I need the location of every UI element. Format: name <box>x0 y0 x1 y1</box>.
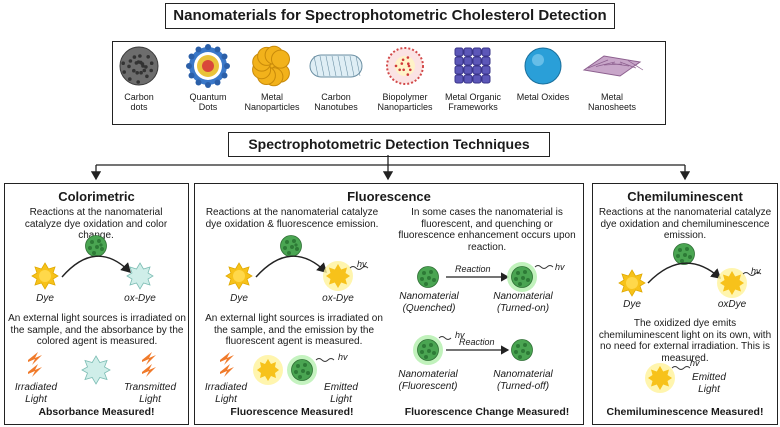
nanomaterial-item: Metal Nanoparticles <box>238 44 306 122</box>
nanomaterial-item: Metal Organic Frameworks <box>439 44 507 122</box>
fluorescence-panel <box>194 183 584 425</box>
emission-wave-icon <box>315 358 335 362</box>
colorimetric-transmitted-label: Transmitted Light <box>123 382 177 405</box>
sample-glowing-dye-icon <box>253 355 283 385</box>
fluorescence-measured: Fluorescence Measured! <box>230 406 354 418</box>
fluorescence-emitted-label: Emitted Light <box>324 382 358 405</box>
fluorescence-oxdye-label: ox-Dye <box>322 293 354 304</box>
colorimetric-measured: Absorbance Measured! <box>38 406 155 418</box>
nanomaterial-item: Metal Oxides <box>509 44 577 122</box>
chemi-hv-emission: hv <box>690 358 700 368</box>
nanomaterial-catalyst-icon <box>673 243 695 265</box>
metal-nanosheet-icon <box>582 55 644 77</box>
turned-on-hv-label: hv <box>555 262 565 272</box>
nanomaterial-label: Quantum Dots <box>189 92 227 112</box>
techniques-title-box: Spectrophotometric Detection Techniques <box>228 132 550 157</box>
nanomaterial-item: Carbon dots <box>105 44 173 122</box>
fluorescence-dye-label: Dye <box>230 293 248 304</box>
techniques-title: Spectrophotometric Detection Techniques <box>248 136 530 152</box>
chemi-dye-label: Dye <box>623 299 641 310</box>
mof-icon <box>454 47 491 84</box>
reaction-arc-arrow <box>647 262 722 284</box>
nanomaterial-label: Carbon dots <box>124 92 154 112</box>
sample-nanomaterial-icon <box>287 355 317 385</box>
reaction-arc-arrow <box>255 255 328 278</box>
fluorescent-label: Nanomaterial (Fluorescent) <box>398 369 458 392</box>
fluorescence-irradiated-label: Irradiated Light <box>204 382 248 405</box>
sample-ox-dye-icon <box>81 355 111 385</box>
chemi-oxdye-label: oxDye <box>717 299 747 310</box>
fluorescence-title: Fluorescence <box>347 189 431 204</box>
biopolymer-nanoparticle-icon <box>386 47 424 85</box>
main-title: Nanomaterials for Spectrophotometric Cho… <box>173 7 607 24</box>
nanomaterial-item: Carbon Nanotubes <box>302 44 370 122</box>
turned-on-label: Nanomaterial (Turned-on) <box>493 291 553 314</box>
fluorescence-change-measured: Fluorescence Change Measured! <box>404 406 570 418</box>
emitting-dye-icon <box>645 363 691 393</box>
lightning-icon <box>220 352 234 377</box>
turned-on-nanomaterial-icon <box>507 262 554 292</box>
chemiluminescent-desc: Reactions at the nanomaterial catalyze d… <box>598 207 772 241</box>
metal-oxide-icon <box>524 47 562 85</box>
colorimetric-title: Colorimetric <box>58 189 135 204</box>
lightning-transmitted-icon <box>142 352 156 377</box>
nanomaterial-label: Metal Nanoparticles <box>244 92 300 112</box>
reaction-arc-arrow <box>61 255 131 278</box>
fluorescence-desc2: In some cases the nanomaterial is fluore… <box>398 207 576 253</box>
dye-sun-icon <box>31 262 59 290</box>
reaction-label-1: Reaction <box>455 264 491 274</box>
fluorescence-hv-label: hv <box>357 259 367 269</box>
nanomaterial-item: Metal Nanosheets <box>578 44 646 122</box>
colorimetric-dye-label: Dye <box>36 293 54 304</box>
quantum-dot-icon <box>186 44 230 88</box>
metal-nanoparticle-icon <box>252 45 290 87</box>
chemi-note: The oxidized dye emits chemiluminescent … <box>598 318 772 364</box>
fluorescence-hv-emission: hv <box>338 352 348 362</box>
quenched-nanomaterial-icon <box>417 266 439 288</box>
lightning-icon <box>28 352 42 377</box>
chemi-hv-label: hv <box>751 266 761 276</box>
colorimetric-irradiated-label: Irradiated Light <box>14 382 58 405</box>
turned-off-nanomaterial-icon <box>511 339 533 361</box>
carbon-nanotube-icon <box>309 54 363 78</box>
nanomaterial-label: Biopolymer Nanoparticles <box>377 92 433 112</box>
nanomaterial-item: Biopolymer Nanoparticles <box>371 44 439 122</box>
fluorescence-desc: Reactions at the nanomaterial catalyze d… <box>205 207 379 230</box>
glowing-ox-dye-icon <box>323 261 369 291</box>
colorimetric-panel <box>4 183 189 425</box>
main-title-box: Nanomaterials for Spectrophotometric Cho… <box>165 3 615 29</box>
nanomaterial-label: Metal Oxides <box>516 92 570 102</box>
fluorescent-hv-label: hv <box>455 330 465 340</box>
colorimetric-oxdye-label: ox-Dye <box>124 293 156 304</box>
chemiluminescent-panel <box>592 183 778 425</box>
glowing-ox-dye-icon <box>717 268 762 298</box>
reaction-label-2: Reaction <box>459 337 495 347</box>
chemi-measured: Chemiluminescence Measured! <box>606 406 764 418</box>
fluorescent-nanomaterial-icon <box>413 335 452 365</box>
colorimetric-note: An external light sources is irradiated … <box>8 313 186 347</box>
nanomaterial-catalyst-icon <box>280 235 302 257</box>
nanomaterial-label: Carbon Nanotubes <box>314 92 358 112</box>
chemiluminescent-title: Chemiluminescent <box>627 189 743 204</box>
dye-sun-icon <box>618 269 646 297</box>
turned-off-label: Nanomaterial (Turned-off) <box>493 369 553 392</box>
chemi-emitted-label: Emitted Light <box>692 372 726 395</box>
ox-dye-icon <box>126 262 154 290</box>
nanomaterial-label: Metal Organic Frameworks <box>444 92 502 112</box>
quenched-label: Nanomaterial (Quenched) <box>399 291 459 314</box>
carbon-dot-icon <box>119 46 159 86</box>
fluorescence-note: An external light sources is irradiated … <box>205 313 383 347</box>
nanomaterial-item: Quantum Dots <box>174 44 242 122</box>
nanomaterial-catalyst-icon <box>85 235 107 257</box>
dye-sun-icon <box>225 262 253 290</box>
nanomaterial-label: Metal Nanosheets <box>587 92 637 112</box>
